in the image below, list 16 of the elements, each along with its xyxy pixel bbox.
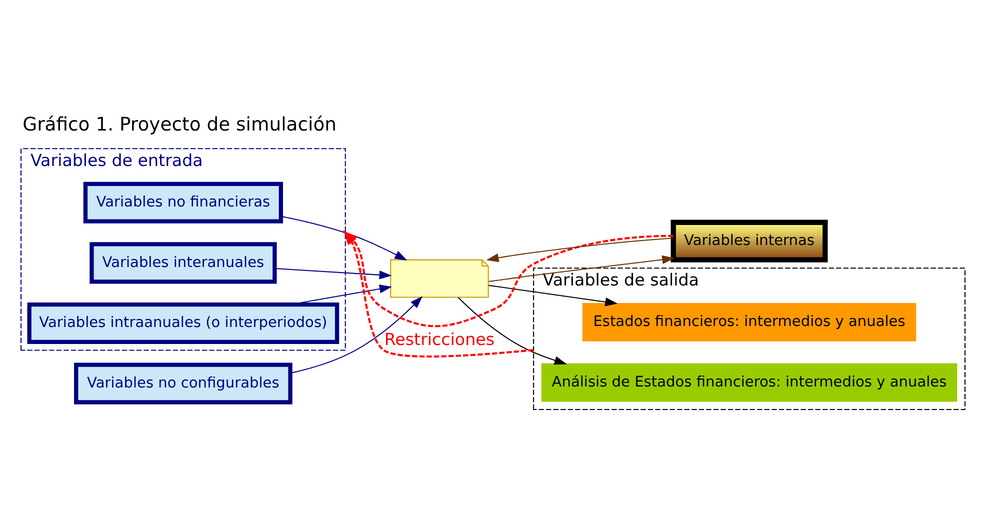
- node-box: Variables no configurables: [74, 362, 292, 404]
- node-box: Análisis de Estados financieros: intermedios y anuales: [541, 363, 958, 402]
- arrow: [274, 268, 392, 280]
- arrow: [486, 238, 674, 262]
- node-box: Estados financieros: intermedios y anuales: [582, 302, 916, 342]
- node-box: Variables intraanuales (o interperiodos): [27, 302, 340, 344]
- arrow: [281, 216, 408, 260]
- arrow: [290, 296, 423, 374]
- diagram-title: Gráfico 1. Proyecto de simulación: [22, 114, 337, 136]
- node-box: Variables no financieras: [83, 182, 283, 224]
- arrow: [488, 255, 675, 282]
- arrow: [488, 284, 618, 306]
- node-box: Variables internas: [670, 220, 828, 262]
- arrow: [458, 297, 567, 365]
- node-box: Variables interanuales: [90, 242, 277, 284]
- edge-label: Restricciones: [384, 330, 495, 349]
